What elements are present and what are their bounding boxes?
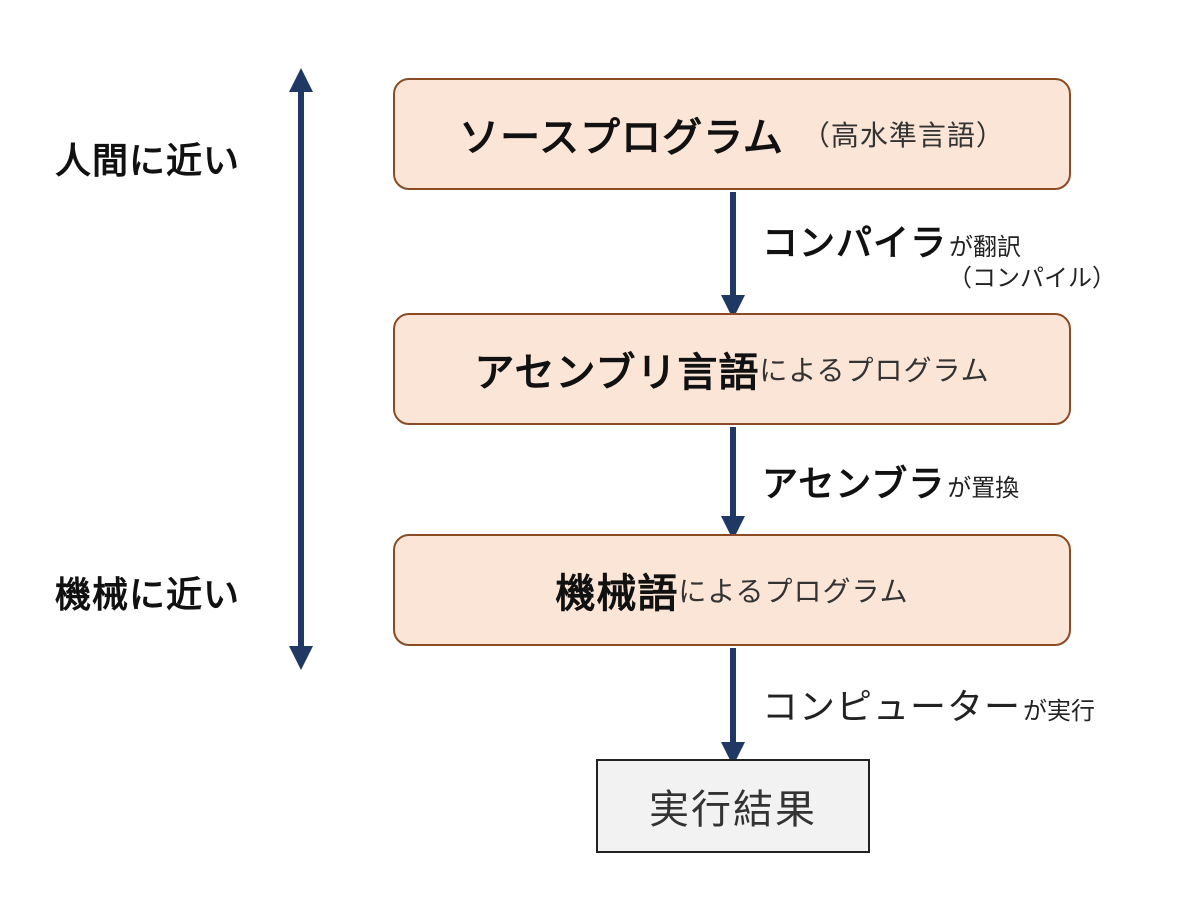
transition-label-execute: コンピューターが実行 [762,678,1095,730]
stage-subtitle: （高水準言語） [801,119,1005,152]
side-label-machine: 機械に近い [55,575,241,616]
transition-actor: アセンブラ [762,464,946,505]
stage-box-source-program: ソースプログラム （高水準言語） [393,78,1071,190]
result-box: 実行結果 [596,759,870,853]
stage-title: ソースプログラム [459,115,784,161]
stage-subtitle: によるプログラム [759,354,990,387]
transition-label-assemble: アセンブラが置換 [762,455,1019,507]
stage-subtitle: によるプログラム [678,575,909,608]
stage-title: 機械語 [555,571,679,617]
transition-action: が翻訳 [949,233,1022,261]
transition-action: が実行 [1023,697,1096,725]
stage-box-assembly-program: アセンブリ言語 によるプログラム [393,313,1071,425]
stage-title: アセンブリ言語 [474,350,760,396]
side-label-human: 人間に近い [55,141,241,182]
transition-actor: コンピューター [762,687,1022,728]
transition-note-compile: （コンパイル） [948,264,1116,292]
transition-actor: コンパイラ [762,223,948,264]
stage-box-machine-program: 機械語 によるプログラム [393,534,1071,646]
transition-action: が置換 [947,474,1020,502]
transition-label-compile: コンパイラが翻訳 [762,214,1021,266]
